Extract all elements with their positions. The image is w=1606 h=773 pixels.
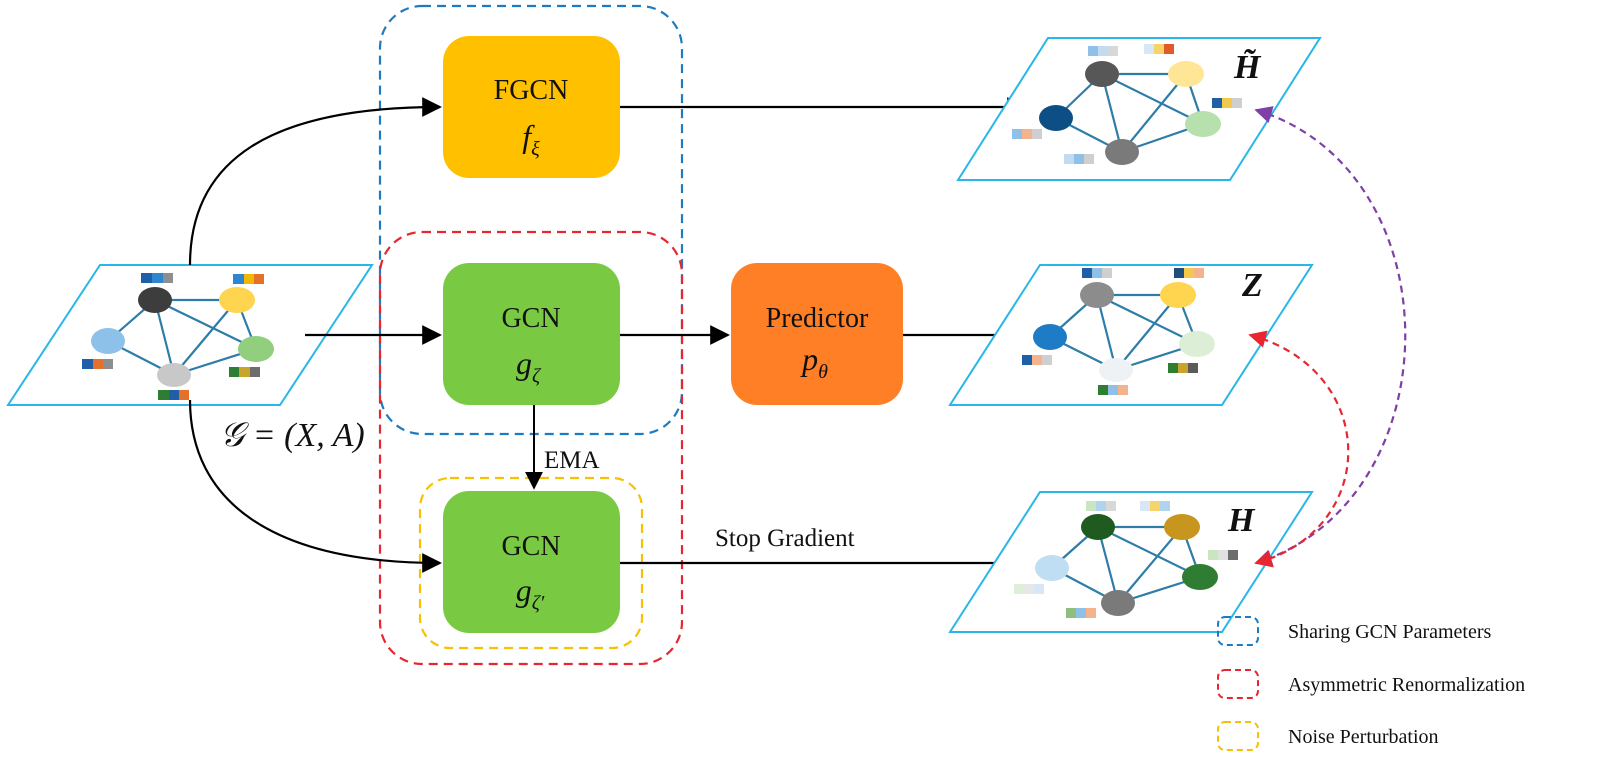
predictor-symbol: pθ [800, 341, 828, 383]
legend-label-noise: Noise Perturbation [1288, 726, 1439, 748]
gcn-target-title: GCN [501, 531, 560, 562]
h-label: H [1227, 502, 1256, 539]
legend-item-sharing: Sharing GCN Parameters [1217, 616, 1492, 646]
arrow-input-to-target-gcn [188, 399, 442, 573]
contrast-arrow-htilde-h [1254, 106, 1407, 567]
sharing-params-region [378, 4, 684, 436]
gcn-online-module: GCN gζ [443, 263, 620, 405]
ema-label: EMA [544, 447, 600, 474]
asymmetric-renorm-region [378, 230, 684, 666]
htilde-graph-plane [956, 37, 1322, 181]
stop-gradient-label: Stop Gradient [715, 525, 855, 552]
legend: Sharing GCN Parameters Asymmetric Renorm… [1217, 616, 1525, 751]
htilde-label: H̃ [1233, 49, 1262, 86]
h-graph-plane [948, 491, 1314, 633]
fgcn-module: FGCN fξ [443, 36, 620, 178]
input-graph-label: 𝒢 = (X, A) [220, 417, 365, 454]
gcn-target-symbol: gζ′ [516, 572, 545, 614]
predictor-title: Predictor [766, 303, 869, 334]
predictor-module: Predictor pθ [731, 263, 903, 405]
legend-item-asymmetric: Asymmetric Renormalization [1217, 669, 1525, 699]
contrast-arrow-z-h [1248, 330, 1350, 568]
z-graph-plane [948, 264, 1314, 406]
legend-label-sharing: Sharing GCN Parameters [1288, 621, 1492, 643]
legend-item-noise: Noise Perturbation [1217, 721, 1439, 751]
arrow-input-to-fgcn [188, 97, 442, 266]
legend-label-asymmetric: Asymmetric Renormalization [1288, 674, 1525, 696]
gcn-online-symbol: gζ [516, 345, 542, 387]
gcn-online-title: GCN [501, 303, 560, 334]
fgcn-title: FGCN [494, 75, 569, 106]
z-label: Z [1241, 267, 1263, 304]
gcn-target-module: GCN gζ′ [443, 491, 620, 633]
